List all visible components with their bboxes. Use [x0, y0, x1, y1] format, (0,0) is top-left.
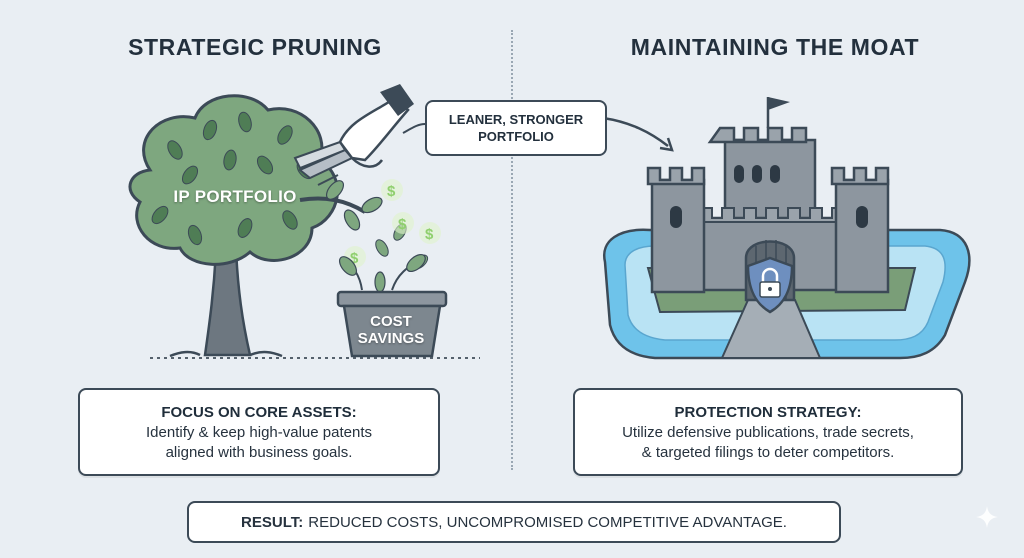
right-info-heading: PROTECTION STRATEGY: — [575, 404, 961, 421]
callout-line1: LEANER, STRONGER — [449, 111, 583, 128]
left-info-heading: FOCUS ON CORE ASSETS: — [80, 404, 438, 421]
right-info-box: PROTECTION STRATEGY: Utilize defensive p… — [573, 388, 963, 476]
callout-line2: PORTFOLIO — [478, 128, 554, 145]
sparkle-icon — [975, 505, 999, 529]
right-info-line1: Utilize defensive publications, trade se… — [575, 423, 961, 443]
svg-text:$: $ — [398, 216, 407, 233]
svg-text:$: $ — [387, 183, 396, 200]
svg-text:$: $ — [425, 226, 434, 243]
flag-icon — [768, 97, 790, 110]
left-info-line2: aligned with business goals. — [80, 443, 438, 463]
left-info-box: FOCUS ON CORE ASSETS: Identify & keep hi… — [78, 388, 440, 476]
pot-label: COST SAVINGS — [337, 313, 445, 347]
right-info-line2: & targeted filings to deter competitors. — [575, 443, 961, 463]
callout-box: LEANER, STRONGER PORTFOLIO — [425, 100, 607, 156]
arrow-icon — [603, 118, 668, 146]
pot-label-line2: SAVINGS — [337, 330, 445, 347]
result-banner: RESULT: REDUCED COSTS, UNCOMPROMISED COM… — [187, 501, 841, 543]
result-text: REDUCED COSTS, UNCOMPROMISED COMPETITIVE… — [308, 514, 787, 531]
result-label: RESULT: — [241, 514, 303, 531]
pot-label-line1: COST — [337, 313, 445, 330]
tree-label: IP PORTFOLIO — [160, 187, 310, 207]
left-info-line1: Identify & keep high-value patents — [80, 423, 438, 443]
